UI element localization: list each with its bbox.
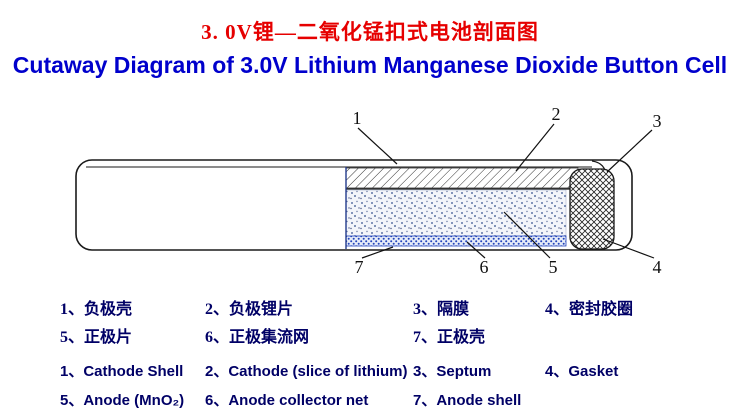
title-chinese: 3. 0V锂—二氧化锰扣式电池剖面图 xyxy=(201,20,539,44)
legend-item-cn-2: 2、负极锂片 xyxy=(205,301,294,318)
legend-item-cn-1: 1、负极壳 xyxy=(60,301,133,318)
legend-item-en-2: 2、Cathode (slice of lithium) xyxy=(205,363,408,380)
callout-4: 4 xyxy=(653,257,662,277)
callout-3: 3 xyxy=(653,111,662,131)
callout-2: 2 xyxy=(552,104,561,124)
callout-1: 1 xyxy=(353,108,362,128)
legend-item-en-4: 4、Gasket xyxy=(545,363,619,380)
legend-item-en-1: 1、Cathode Shell xyxy=(60,363,184,380)
callout-7: 7 xyxy=(355,257,364,277)
legend-row-cn-1: 1、负极壳 2、负极锂片 3、隔膜 4、密封胶圈 xyxy=(60,298,732,322)
leader-lines xyxy=(357,123,655,259)
callout-6: 6 xyxy=(480,257,489,277)
legend-item-cn-6: 6、正极集流网 xyxy=(205,329,310,346)
gasket-seal xyxy=(569,168,615,250)
legend-row-en-1: 1、Cathode Shell 2、Cathode (slice of lith… xyxy=(60,359,732,384)
legend: 1、负极壳 2、负极锂片 3、隔膜 4、密封胶圈 5、正极片 6、正极集流网 7… xyxy=(60,298,732,417)
lithium-slice-layer xyxy=(345,167,579,189)
legend-item-cn-4: 4、密封胶圈 xyxy=(545,301,634,318)
leader-1 xyxy=(357,127,398,165)
legend-item-cn-5: 5、正极片 xyxy=(60,329,133,346)
leader-5 xyxy=(503,211,551,259)
callout-5: 5 xyxy=(549,257,558,277)
legend-row-en-2: 5、Anode (MnO₂) 6、Anode collector net 7、A… xyxy=(60,388,732,413)
legend-item-cn-3: 3、隔膜 xyxy=(413,301,470,318)
mno2-anode-layer xyxy=(345,189,567,237)
legend-item-en-3: 3、Septum xyxy=(413,363,492,380)
leader-7 xyxy=(361,246,394,259)
callout-numbers: 1 2 3 7 6 5 4 xyxy=(353,104,662,277)
leader-2 xyxy=(515,123,555,172)
legend-item-en-7: 7、Anode shell xyxy=(413,392,522,409)
legend-item-en-5: 5、Anode (MnO₂) xyxy=(60,392,185,409)
legend-item-cn-7: 7、正极壳 xyxy=(413,329,486,346)
title-english: Cutaway Diagram of 3.0V Lithium Manganes… xyxy=(12,52,728,78)
leader-4 xyxy=(602,238,655,259)
button-cell-cutaway-diagram: 1 2 3 7 6 5 4 xyxy=(75,104,662,277)
leader-6 xyxy=(466,241,486,259)
legend-item-en-6: 6、Anode collector net xyxy=(205,392,369,409)
legend-row-cn-2: 5、正极片 6、正极集流网 7、正极壳 xyxy=(60,326,732,350)
leader-3 xyxy=(606,129,653,173)
